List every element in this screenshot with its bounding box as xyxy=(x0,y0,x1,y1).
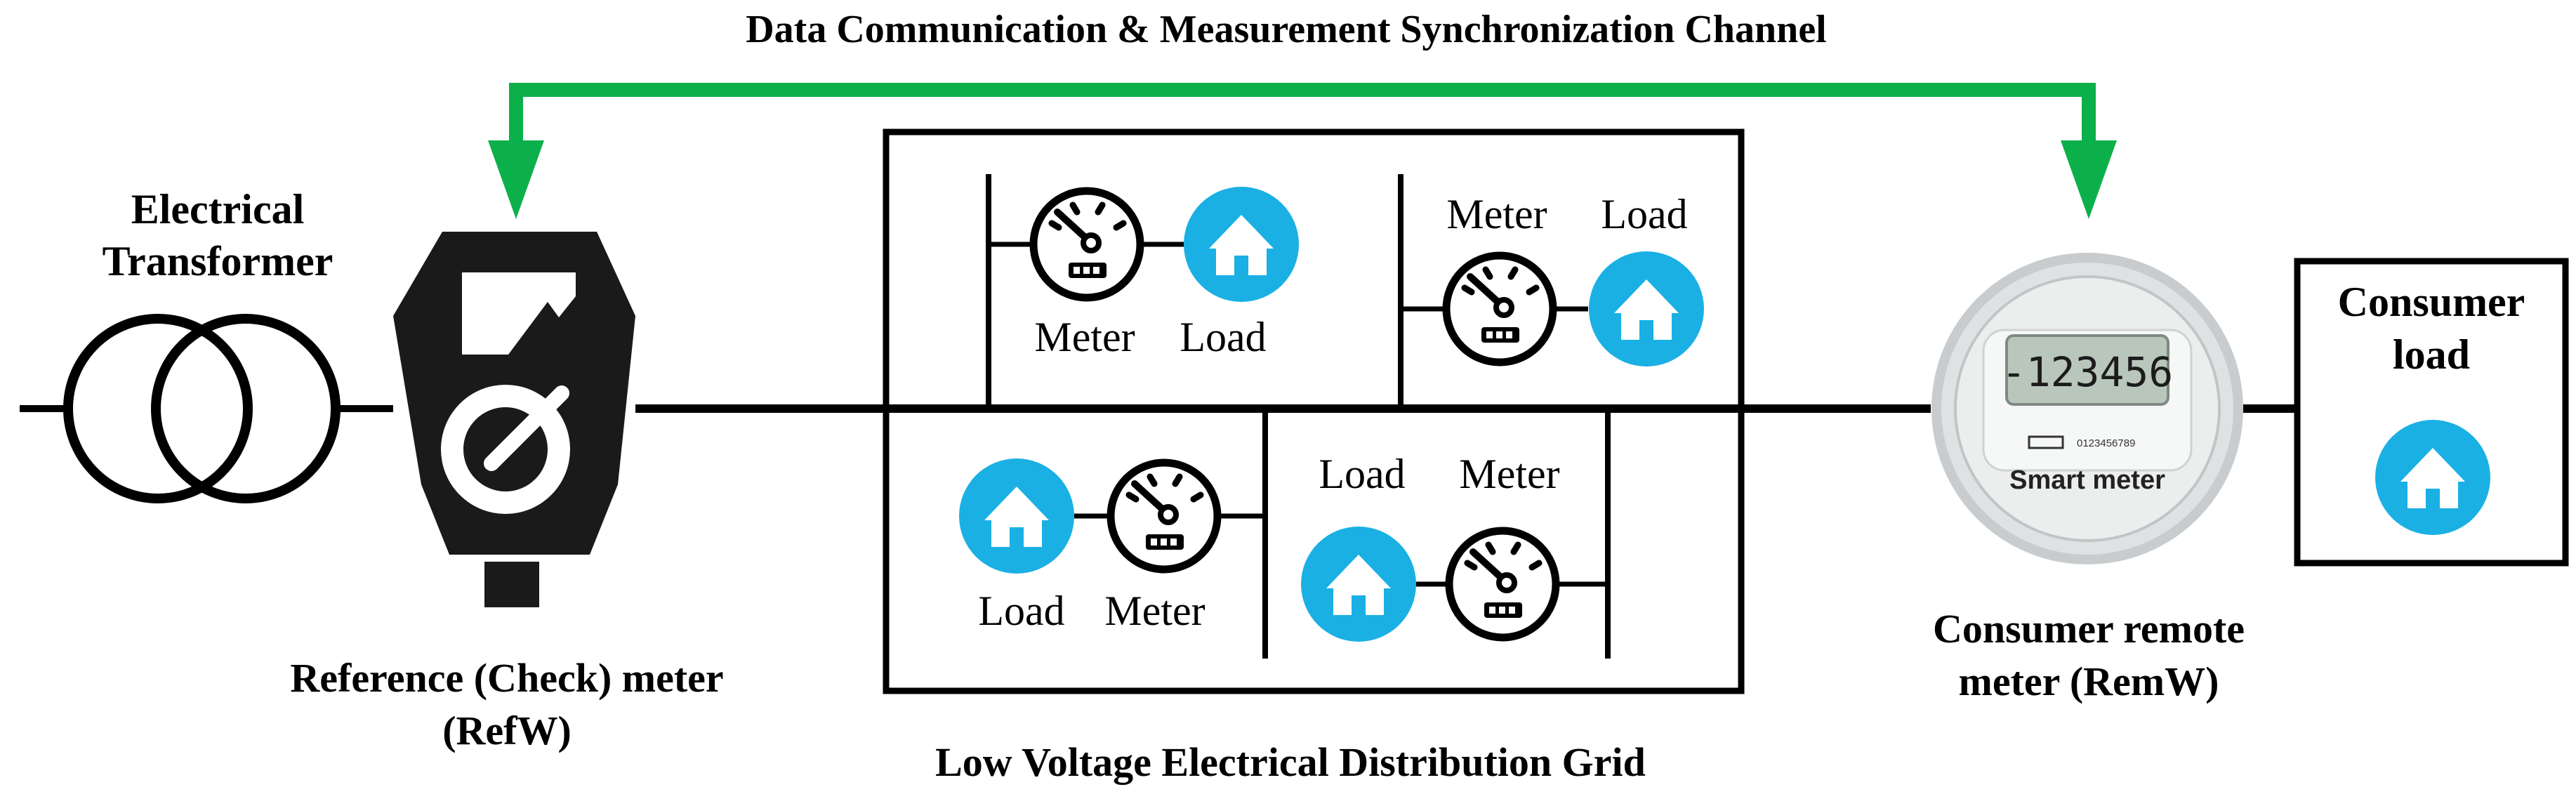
consumer-load-label-line1: Consumer xyxy=(2338,279,2525,325)
home-icon xyxy=(2375,420,2490,535)
transformer-label-line2: Transformer xyxy=(103,238,333,284)
meter-dial-icon xyxy=(1446,256,1553,362)
smart-meter-display-value: -123456 xyxy=(2002,348,2173,396)
home-icon xyxy=(1301,527,1416,642)
meter-dial-icon xyxy=(1449,531,1556,637)
home-icon xyxy=(1184,187,1299,302)
grid-caption: Low Voltage Electrical Distribution Grid xyxy=(935,739,1646,785)
load-label: Load xyxy=(1601,191,1687,237)
meter-label: Meter xyxy=(1446,191,1547,237)
smart-meter-icon: -123456 0123456789 Smart meter xyxy=(1931,253,2243,564)
meter-dial-icon xyxy=(1111,463,1217,569)
arrow-down-icon xyxy=(2061,140,2117,219)
meter-label: Meter xyxy=(1104,588,1205,634)
smart-meter-caption-line1: Consumer remote xyxy=(1933,606,2245,652)
grid-cell-bottom-left: Load Meter xyxy=(959,458,1265,634)
home-icon xyxy=(959,458,1074,574)
grid-cell-top-right: Meter Load xyxy=(1401,191,1704,366)
meter-label: Meter xyxy=(1034,314,1135,360)
communication-channel xyxy=(488,83,2117,219)
meter-label: Meter xyxy=(1459,451,1559,497)
arrow-down-icon xyxy=(488,140,544,219)
consumer-load-label-line2: load xyxy=(2393,331,2470,378)
meter-dial-icon xyxy=(1033,191,1140,298)
transformer-label-line1: Electrical xyxy=(131,186,305,232)
consumer-load-box xyxy=(2294,258,2569,567)
grid-box xyxy=(883,128,1745,694)
channel-label: Data Communication & Measurement Synchro… xyxy=(746,8,1827,51)
smart-meter-caption-line2: meter (RemW) xyxy=(1959,659,2219,704)
smart-meter-serial: 0123456789 xyxy=(2077,437,2135,449)
reference-meter-label-line1: Reference (Check) meter xyxy=(290,655,723,701)
smart-meter-label: Smart meter xyxy=(2009,465,2165,495)
load-label: Load xyxy=(1319,451,1405,497)
load-label: Load xyxy=(978,588,1064,634)
reference-meter-label-line2: (RefW) xyxy=(442,708,572,753)
load-label: Load xyxy=(1180,314,1266,360)
grid-cell-bottom-right: Load Meter xyxy=(1301,451,1608,642)
home-icon xyxy=(1589,251,1704,366)
reference-meter-icon xyxy=(393,232,635,607)
smart-meter-display xyxy=(2005,334,2169,406)
grid-cell-top-left: Meter Load xyxy=(989,187,1299,360)
transformer-icon xyxy=(63,314,341,503)
